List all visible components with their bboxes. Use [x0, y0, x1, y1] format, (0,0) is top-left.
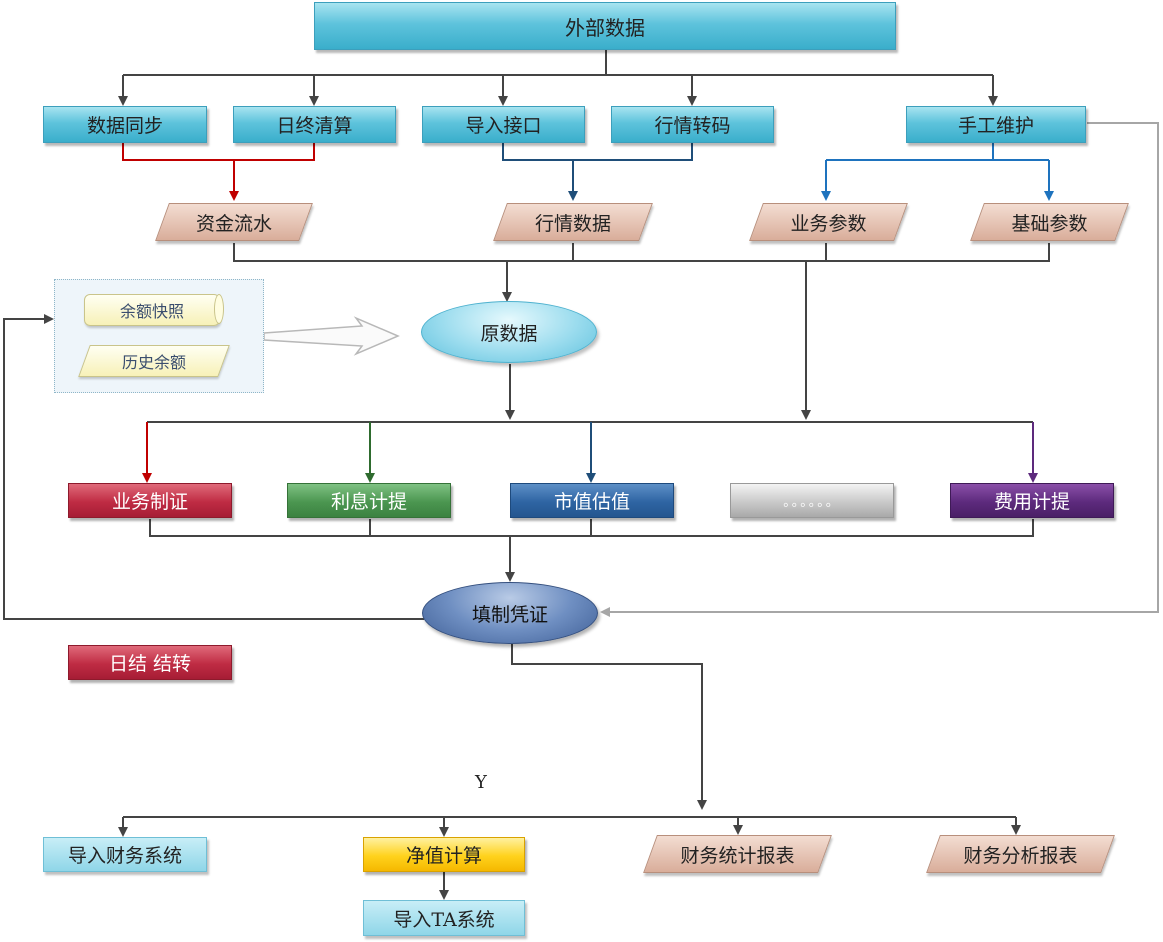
nav-calc-box[interactable]: 净值计算: [363, 837, 525, 872]
import-ta-system-box[interactable]: 导入TA系统: [363, 900, 525, 936]
quote-transcode-box[interactable]: 行情转码: [611, 106, 774, 143]
wire-manual-split: [826, 143, 1049, 161]
wire-process-return: [149, 519, 1034, 537]
historical-balance-label: 历史余额: [121, 353, 186, 372]
daily-close-box[interactable]: 日结 结转: [68, 645, 232, 680]
base-params-label: 基础参数: [1011, 212, 1088, 235]
y-label: Y: [475, 772, 487, 793]
fund-flow-label: 资金流水: [195, 212, 272, 235]
quote-data[interactable]: 行情数据: [500, 203, 646, 241]
business-voucher-box[interactable]: 业务制证: [68, 483, 232, 518]
historical-balance-data[interactable]: 历史余额: [84, 345, 224, 377]
external-data-box[interactable]: 外部数据: [314, 2, 896, 50]
raw-data-ellipse[interactable]: 原数据: [421, 301, 597, 363]
business-params-label: 业务参数: [790, 212, 867, 235]
financial-analysis-report[interactable]: 财务分析报表: [933, 835, 1108, 873]
wire-params-bus: [233, 243, 1050, 262]
financial-analysis-label: 财务分析报表: [963, 844, 1078, 867]
wire-loop-back: [3, 314, 424, 620]
base-params-data[interactable]: 基础参数: [977, 203, 1122, 241]
interest-accrual-box[interactable]: 利息计提: [287, 483, 451, 518]
wire-red-pair: [122, 143, 315, 161]
financial-stats-report[interactable]: 财务统计报表: [650, 835, 825, 873]
financial-stats-label: 财务统计报表: [680, 844, 795, 867]
more-process-box[interactable]: 。。。。。。: [730, 483, 894, 518]
import-interface-box[interactable]: 导入接口: [422, 106, 585, 143]
balance-snapshot-scroll[interactable]: 余额快照: [84, 294, 224, 326]
eod-settlement-box[interactable]: 日终清算: [233, 106, 396, 143]
business-params-data[interactable]: 业务参数: [756, 203, 901, 241]
expense-accrual-box[interactable]: 费用计提: [950, 483, 1114, 518]
fund-flow-data[interactable]: 资金流水: [162, 203, 306, 241]
wire-blue-pair: [502, 143, 693, 161]
wire-voucher-down: [511, 644, 707, 810]
import-finance-system-box[interactable]: 导入财务系统: [43, 837, 207, 872]
fill-voucher-ellipse[interactable]: 填制凭证: [422, 582, 598, 644]
data-sync-box[interactable]: 数据同步: [43, 106, 207, 143]
wire-manual-to-voucher: [600, 122, 1159, 617]
hollow-arrow: [263, 316, 400, 356]
quote-data-label: 行情数据: [534, 212, 611, 235]
market-valuation-box[interactable]: 市值估值: [510, 483, 674, 518]
manual-maintenance-box[interactable]: 手工维护: [906, 106, 1086, 143]
